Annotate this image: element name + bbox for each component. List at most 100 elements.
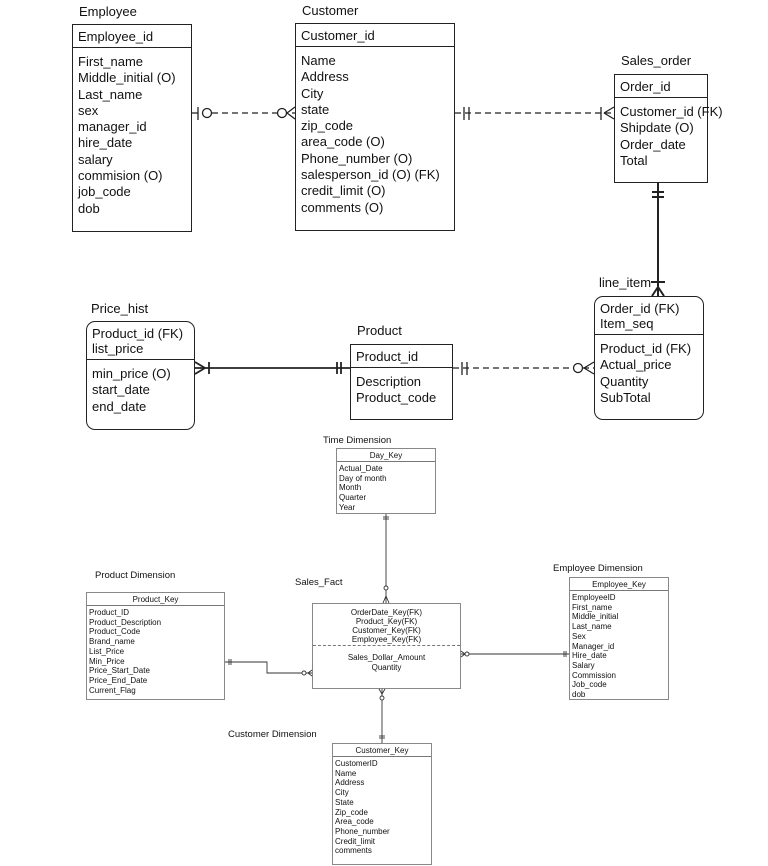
dimension-attribute: Sex: [572, 631, 586, 641]
dimension-attribute: EmployeeID: [572, 593, 616, 602]
time-dimension-title: Time Dimension: [323, 435, 392, 446]
dimension-attribute: Month: [339, 483, 362, 493]
customer-entity-title: Customer: [302, 3, 359, 18]
price-hist-product-relationship: [194, 361, 350, 375]
employee-dimension-title: Employee Dimension: [553, 563, 643, 574]
dimension-attribute: Actual_Date: [339, 464, 383, 473]
sales-order-entity-title: Sales_order: [621, 53, 692, 68]
dimension-attribute: Area_code: [335, 817, 374, 827]
entity-attribute: sex: [78, 102, 99, 118]
dimension-attribute: First_name: [572, 602, 613, 612]
dimension-attribute: Price_Start_Date: [89, 666, 150, 676]
entity-attribute: hire_date: [78, 135, 133, 151]
dimension-attribute: Product_ID: [89, 608, 130, 617]
fact-key-field: OrderDate_Key(FK): [350, 608, 423, 617]
fact-measure: Sales_Dollar_Amount: [347, 653, 426, 662]
entity-attributes: First_name Middle_initial (O) Last_name …: [73, 48, 191, 221]
customer-dimension-table: Customer_Key CustomerID Name Address Cit…: [332, 743, 432, 865]
entity-primary-key: Product_id: [351, 345, 452, 368]
entity-attribute: comments (O): [301, 199, 384, 215]
entity-primary-key: Order_id (FK) Item_seq: [595, 297, 703, 335]
entity-primary-key: Product_id (FK) list_price: [87, 322, 194, 360]
entity-attribute: Phone_number (O): [301, 150, 413, 166]
entity-attribute: Last_name: [78, 86, 143, 102]
fact-keys: OrderDate_Key(FK) Product_Key(FK) Custom…: [313, 604, 460, 646]
entity-key-field: Product_id (FK): [92, 326, 184, 341]
entity-attribute: Product_id (FK): [600, 341, 692, 356]
customer-entity: Customer_id Name Address City state zip_…: [295, 23, 455, 231]
dimension-attributes: EmployeeID First_name Middle_initial Las…: [570, 591, 668, 702]
entity-attribute: area_code (O): [301, 134, 385, 150]
entity-attribute: Total: [620, 152, 648, 168]
time-dimension-table: Day_Key Actual_Date Day of month Month Q…: [336, 448, 436, 514]
dimension-attribute: Job_code: [572, 680, 607, 690]
entity-attribute: salesperson_id (O) (FK): [301, 167, 440, 183]
entity-attribute: Order_date: [620, 136, 686, 152]
entity-attribute: salary: [78, 151, 113, 167]
dimension-attribute: Product_Description: [89, 617, 162, 627]
dimension-attributes: Product_ID Product_Description Product_C…: [87, 606, 224, 697]
entity-attribute: end_date: [92, 398, 147, 414]
entity-attribute: City: [301, 85, 324, 101]
dimension-attribute: Phone_number: [335, 826, 390, 836]
entity-attribute: Customer_id (FK): [620, 104, 723, 119]
entity-attribute: state: [301, 101, 330, 117]
dimension-attribute: Salary: [572, 660, 595, 670]
product-dimension-fact-relationship: [225, 659, 313, 677]
dimension-attributes: CustomerID Name Address City State Zip_c…: [333, 757, 431, 858]
fact-key-field: Product_Key(FK): [355, 617, 418, 626]
entity-attribute: Description: [356, 374, 422, 389]
entity-attribute: job_code: [78, 184, 131, 200]
product-dimension-table: Product_Key Product_ID Product_Descripti…: [86, 592, 225, 700]
line-item-entity: Order_id (FK) Item_seq Product_id (FK) A…: [594, 296, 704, 420]
entity-attributes: Customer_id (FK) Shipdate (O) Order_date…: [615, 98, 723, 173]
product-entity-title: Product: [357, 323, 402, 338]
entity-attribute: zip_code: [301, 118, 354, 134]
customer-dimension-title: Customer Dimension: [228, 729, 317, 740]
entity-attribute: Middle_initial (O): [78, 70, 176, 86]
customer-sales-order-relationship: [455, 106, 615, 120]
fact-key-field: Employee_Key(FK): [351, 635, 422, 644]
employee-entity: Employee_id First_name Middle_initial (O…: [72, 24, 192, 232]
dimension-attribute: Product_Code: [89, 627, 141, 637]
dimension-attribute: Address: [335, 778, 365, 788]
entity-key-field: Item_seq: [600, 316, 654, 331]
product-line-item-relationship: [453, 361, 595, 375]
sales-order-line-item-relationship: [651, 183, 665, 297]
employee-entity-title: Employee: [79, 4, 137, 19]
dimension-attribute: dob: [572, 690, 586, 700]
entity-attribute: Shipdate (O): [620, 120, 694, 136]
entity-primary-key: Order_id: [615, 75, 707, 98]
entity-attribute: Actual_price: [600, 357, 672, 373]
dimension-key: Day_Key: [337, 449, 435, 462]
dimension-attribute: List_Price: [89, 646, 125, 656]
fact-measures: Sales_Dollar_Amount Quantity: [313, 646, 460, 674]
fact-measure: Quantity: [371, 662, 402, 672]
product-dimension-title: Product Dimension: [95, 570, 176, 581]
entity-key-field: list_price: [92, 341, 144, 356]
entity-attribute: credit_limit (O): [301, 183, 386, 199]
entity-attribute: dob: [78, 200, 100, 216]
time-fact-relationship: [382, 514, 390, 604]
entity-attributes: Description Product_code: [351, 368, 452, 411]
dimension-attribute: Zip_code: [335, 807, 368, 817]
dimension-attribute: Hire_date: [572, 651, 607, 661]
dimension-attributes: Actual_Date Day of month Month Quarter Y…: [337, 462, 435, 515]
entity-attribute: First_name: [78, 54, 144, 69]
dimension-attribute: Price_End_Date: [89, 675, 148, 685]
dimension-attribute: City: [335, 788, 349, 798]
dimension-attribute: Manager_id: [572, 641, 615, 651]
dimension-key: Customer_Key: [333, 744, 431, 757]
employee-dimension-fact-relationship: [460, 650, 569, 658]
fact-key-field: Customer_Key(FK): [352, 626, 421, 635]
sales-fact-title: Sales_Fact: [295, 577, 343, 588]
entity-attributes: min_price (O) start_date end_date: [87, 360, 194, 419]
entity-attributes: Name Address City state zip_code area_co…: [296, 47, 454, 220]
dimension-attribute: State: [335, 797, 354, 807]
entity-attribute: Quantity: [600, 373, 649, 389]
entity-attributes: Product_id (FK) Actual_price Quantity Su…: [595, 335, 703, 410]
customer-dimension-fact-relationship: [378, 688, 386, 743]
sales-order-entity: Order_id Customer_id (FK) Shipdate (O) O…: [614, 74, 723, 183]
entity-primary-key: Employee_id: [73, 25, 191, 48]
dimension-attribute: Name: [335, 768, 357, 778]
